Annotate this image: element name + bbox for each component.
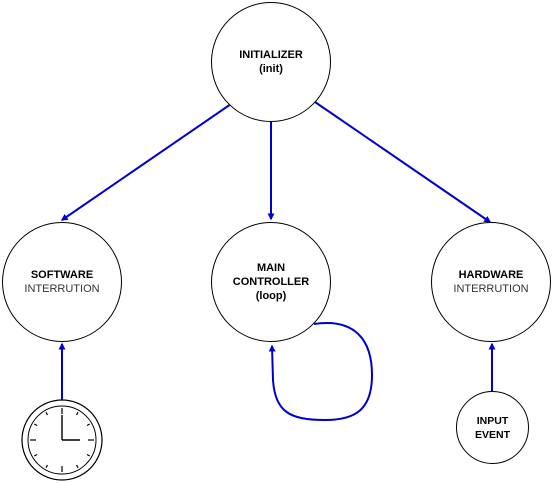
input-title2: EVENT [474,428,510,441]
input-event-node[interactable]: INPUT EVENT [456,391,529,464]
initializer-node[interactable]: INITIALIZER (init) [211,2,331,122]
main-sub: (loop) [255,290,287,302]
initializer-title: INITIALIZER [239,49,303,61]
initializer-sub: (init) [259,63,283,75]
main-controller-node[interactable]: MAIN CONTROLLER (loop) [211,222,331,342]
hardware-title: HARDWARE [458,269,524,281]
software-interruption-node[interactable]: SOFTWARE INTERRUTION [2,222,122,342]
edge-init-to-hardware [314,101,492,223]
main-title2: CONTROLLER [232,276,310,288]
software-title: SOFTWARE [30,269,94,281]
input-title: INPUT [476,414,509,427]
software-sub: INTERRUTION [24,283,100,295]
edge-init-to-software [60,103,232,221]
hardware-interruption-node[interactable]: HARDWARE INTERRUTION [431,222,551,342]
edge-main-self-loop [268,322,374,422]
hardware-sub: INTERRUTION [453,283,529,295]
main-title: MAIN [256,262,286,274]
clock-icon [21,399,103,481]
